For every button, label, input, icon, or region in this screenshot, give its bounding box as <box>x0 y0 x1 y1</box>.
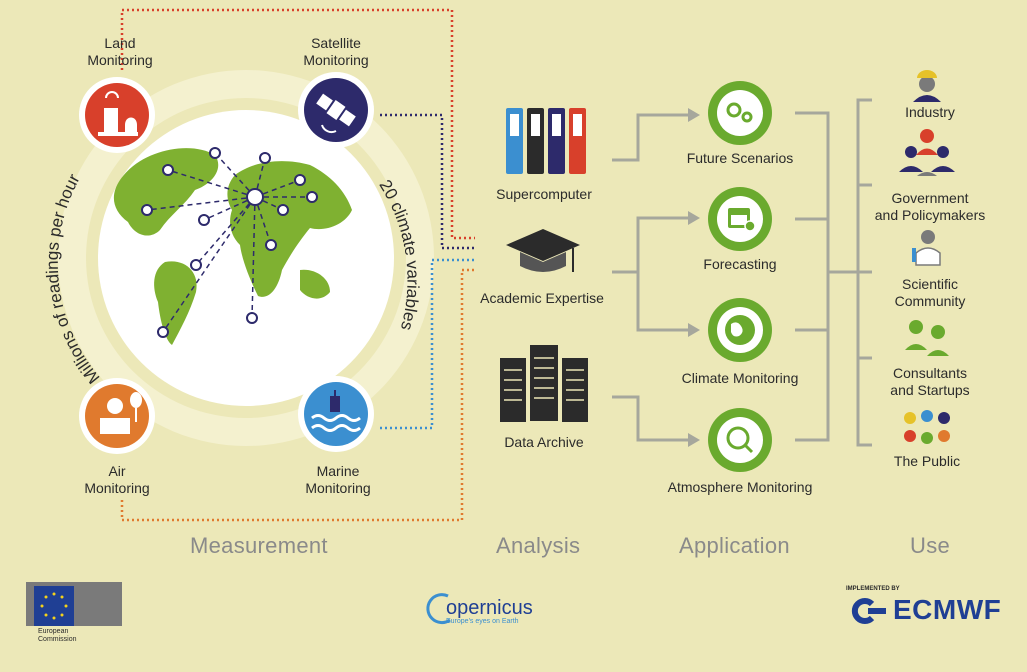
section-measurement: Measurement <box>190 533 328 558</box>
label-climate-monitoring: Climate Monitoring <box>681 370 799 386</box>
globe-nodes <box>141 147 318 338</box>
globe-connections <box>146 152 312 333</box>
copernicus-tagline: Europe's eyes on Earth <box>446 618 519 625</box>
label-the-public: The Public <box>893 453 961 469</box>
ecmwf-logo-mark <box>851 598 886 624</box>
industry-person-icon <box>913 70 941 102</box>
academic-cap-icon <box>506 229 580 272</box>
air-monitoring-icon <box>79 378 155 454</box>
ecmwf-wordmark: ECMWF <box>893 594 1002 625</box>
section-use: Use <box>910 533 951 558</box>
data-archive-icon <box>500 345 588 422</box>
label-land-monitoring: Land Monitoring <box>87 35 153 68</box>
copernicus-logo <box>426 593 451 625</box>
land-monitoring-icon <box>79 77 155 153</box>
label-atmosphere-monitoring: Atmosphere Monitoring <box>667 479 813 495</box>
label-scientific-community: Scientific Community <box>894 276 966 309</box>
label-consultants-startups: Consultants and Startups <box>890 365 970 398</box>
analysis-arrowheads <box>688 108 700 447</box>
label-forecasting: Forecasting <box>703 256 777 272</box>
supercomputer-binders-icon <box>506 108 586 174</box>
copernicus-wordmark: opernicus <box>446 597 533 619</box>
european-commission-logo <box>26 582 122 626</box>
label-future-scenarios: Future Scenarios <box>686 150 794 166</box>
label-satellite-monitoring: Satellite Monitoring <box>303 35 369 68</box>
atmosphere-monitoring-icon <box>708 408 772 472</box>
consultants-startups-icon <box>905 320 949 356</box>
label-air-monitoring: Air Monitoring <box>84 463 150 496</box>
application-connectors <box>795 98 872 447</box>
forecasting-icon <box>708 187 772 251</box>
measurement-dotted-lines <box>120 8 475 522</box>
government-group-icon <box>899 129 955 176</box>
marine-monitoring-icon <box>298 376 374 452</box>
analysis-connectors <box>612 113 688 442</box>
label-data-archive: Data Archive <box>504 434 584 450</box>
label-industry: Industry <box>905 104 955 120</box>
section-analysis: Analysis <box>496 533 581 558</box>
ec-logo-text: European Commission <box>38 628 77 643</box>
ecmwf-implemented-by: IMPLEMENTED BY <box>846 586 900 592</box>
climate-monitoring-icon <box>708 298 772 362</box>
future-scenarios-icon <box>708 81 772 145</box>
label-supercomputer: Supercomputer <box>496 186 592 202</box>
section-application: Application <box>679 533 790 558</box>
scientific-community-icon <box>912 230 941 266</box>
public-dots-icon <box>904 410 950 444</box>
label-academic-expertise: Academic Expertise <box>480 290 604 306</box>
satellite-monitoring-icon <box>298 72 374 148</box>
label-marine-monitoring: Marine Monitoring <box>305 463 371 496</box>
label-government: Government and Policymakers <box>874 190 986 223</box>
